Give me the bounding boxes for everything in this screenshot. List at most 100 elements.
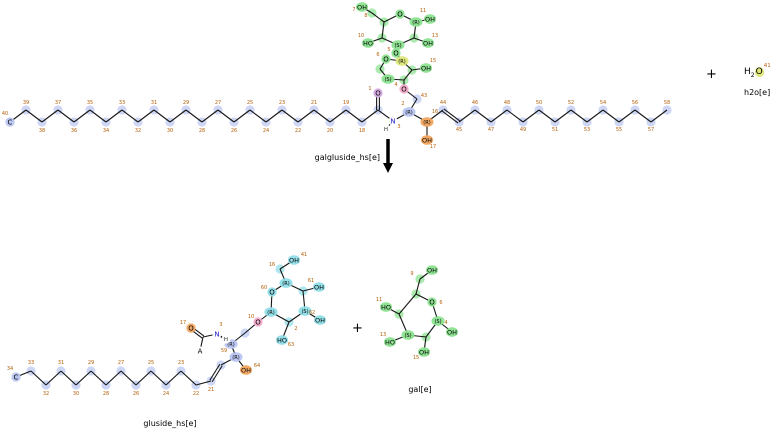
atom-highlight xyxy=(253,317,263,327)
atom-label: (R) xyxy=(282,281,289,287)
atom-highlight xyxy=(446,327,458,337)
atom-number: 61 xyxy=(308,278,314,284)
atom-label: HO xyxy=(385,338,395,346)
atom-number: 16 xyxy=(432,109,438,115)
atom-number: 11 xyxy=(420,8,426,14)
atom-label: (R) xyxy=(232,355,239,361)
gluside-structure: C(R)OH(R)NHOAOO(R)(S)(R)OHOHOHHO34333231… xyxy=(7,252,326,397)
atom-number: 28 xyxy=(103,391,109,397)
atom-number: 56 xyxy=(632,100,638,106)
atom-label: (S) xyxy=(394,43,401,49)
bond xyxy=(121,109,139,123)
water-formula: H2O41 xyxy=(744,63,771,79)
plus-sign-bottom: + xyxy=(352,321,363,336)
atom-number: 1 xyxy=(368,86,371,92)
atom-label: A xyxy=(198,348,203,356)
atom-highlight xyxy=(313,282,325,292)
atom-highlight xyxy=(421,135,433,145)
atom-highlight xyxy=(422,38,434,48)
bond xyxy=(650,109,668,123)
bond xyxy=(361,109,379,123)
atom-highlight xyxy=(11,372,21,382)
atom-highlight xyxy=(298,306,312,316)
atom-number: 38 xyxy=(39,128,45,134)
atom-label: (R) xyxy=(227,342,234,348)
atom-highlight xyxy=(279,278,293,288)
bond xyxy=(45,370,62,386)
bond xyxy=(441,110,459,124)
atom-number: 33 xyxy=(28,360,34,366)
atom-number: 17 xyxy=(180,320,186,326)
atom-highlight xyxy=(420,117,434,127)
bond xyxy=(443,108,461,122)
atom-label: OH xyxy=(422,136,432,144)
atom-highlight xyxy=(221,334,231,344)
bond xyxy=(265,109,283,123)
atom-highlight xyxy=(388,116,398,126)
bond xyxy=(490,109,508,123)
atom-highlight xyxy=(402,107,416,117)
atom-label: (R) xyxy=(405,110,412,116)
atom-highlight xyxy=(395,9,405,19)
bond xyxy=(105,370,122,386)
bond xyxy=(313,109,331,123)
bond xyxy=(381,21,385,39)
atom-number: 48 xyxy=(504,100,510,106)
atom-highlight xyxy=(380,302,392,312)
atom-highlight xyxy=(381,74,395,84)
atom-number: 46 xyxy=(472,100,478,106)
atom-label: OH xyxy=(425,15,435,23)
bond xyxy=(634,109,652,123)
atom-highlight xyxy=(195,346,205,356)
bond xyxy=(105,109,123,123)
atom-number: 13 xyxy=(380,332,386,338)
bond xyxy=(41,109,59,123)
atom-number: 3 xyxy=(219,322,222,328)
atom-label: O xyxy=(188,325,194,333)
atom-number: 6 xyxy=(439,300,442,306)
bond xyxy=(169,109,187,123)
atom-highlight xyxy=(391,40,405,50)
bond xyxy=(201,109,219,123)
bond xyxy=(25,109,43,123)
bond xyxy=(185,109,203,123)
bond xyxy=(211,365,223,383)
atom-label: OH xyxy=(421,64,431,72)
atom-label: O xyxy=(255,319,261,327)
atom-number: 7 xyxy=(352,7,355,13)
bond xyxy=(249,109,267,123)
atom-number: 19 xyxy=(343,100,349,106)
atom-number: 35 xyxy=(87,100,93,106)
atom-number: 22 xyxy=(295,128,301,134)
water-label: h2o[e] xyxy=(744,88,771,97)
atom-number: 4 xyxy=(394,82,397,88)
bond xyxy=(233,109,251,123)
bond xyxy=(195,380,212,386)
atom-number: 32 xyxy=(135,128,141,134)
atom-number: 26 xyxy=(133,391,139,397)
atom-highlight xyxy=(288,255,300,265)
atom-label: O xyxy=(429,299,435,307)
bond xyxy=(618,109,636,123)
atom-label: (R) xyxy=(267,310,274,316)
atom-label: HO xyxy=(277,336,287,344)
atom-highlight xyxy=(381,54,391,64)
atom-highlight xyxy=(426,265,438,275)
atom-number: 24 xyxy=(163,391,169,397)
atom-number: 21 xyxy=(208,387,214,393)
atom-number: 30 xyxy=(73,391,79,397)
bond xyxy=(602,109,620,123)
water-atom-number: 41 xyxy=(763,63,771,69)
atom-number: 59 xyxy=(221,348,227,354)
atom-label: O xyxy=(269,289,275,297)
bond xyxy=(137,109,155,123)
atom-label: OH xyxy=(241,366,251,374)
atom-highlight xyxy=(267,287,277,297)
bond xyxy=(30,370,47,386)
atom-number: 27 xyxy=(215,100,221,106)
atom-number: 63 xyxy=(288,342,294,348)
bond xyxy=(522,109,540,123)
atom-label: (R) xyxy=(423,120,430,126)
atom-label: OH xyxy=(357,3,367,11)
